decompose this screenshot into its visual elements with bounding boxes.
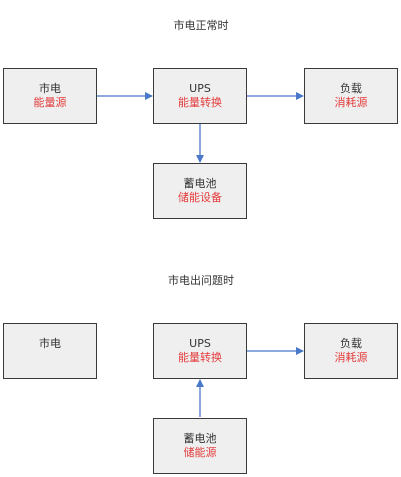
diagram-1-node-load-title: 负载: [340, 82, 362, 95]
diagram-1-node-load: 负载 消耗源: [304, 68, 398, 124]
diagram-1-node-mains-title: 市电: [39, 82, 61, 95]
diagram-1-node-mains: 市电 能量源: [3, 68, 97, 124]
diagram-2-node-battery-title: 蓄电池: [183, 432, 217, 445]
diagram-1-node-ups: UPS 能量转换: [153, 68, 247, 124]
diagram-1-node-mains-subtitle: 能量源: [33, 96, 67, 109]
diagram-1-title: 市电正常时: [173, 19, 229, 32]
diagram-1-node-ups-title: UPS: [189, 82, 211, 95]
diagram-2-node-mains-title: 市电: [39, 337, 61, 350]
diagram-1-node-battery-title: 蓄电池: [183, 177, 217, 190]
diagram-2-node-ups-subtitle: 能量转换: [178, 351, 222, 364]
diagram-1-node-ups-subtitle: 能量转换: [178, 96, 222, 109]
diagram-1-node-battery-subtitle: 储能设备: [178, 191, 222, 204]
diagram-2-node-mains: 市电: [3, 323, 97, 379]
diagram-2-node-load-title: 负载: [340, 337, 362, 350]
diagram-2-title: 市电出问题时: [168, 274, 234, 287]
diagram-2-node-ups: UPS 能量转换: [153, 323, 247, 379]
diagram-2-node-load-subtitle: 消耗源: [334, 351, 368, 364]
diagram-2-node-battery-subtitle: 储能源: [183, 446, 217, 459]
diagram-2-node-battery: 蓄电池 储能源: [153, 418, 247, 474]
diagram-1-node-load-subtitle: 消耗源: [334, 96, 368, 109]
diagram-2-node-ups-title: UPS: [189, 337, 211, 350]
diagram-2-node-load: 负载 消耗源: [304, 323, 398, 379]
diagram-1-node-battery: 蓄电池 储能设备: [153, 163, 247, 219]
